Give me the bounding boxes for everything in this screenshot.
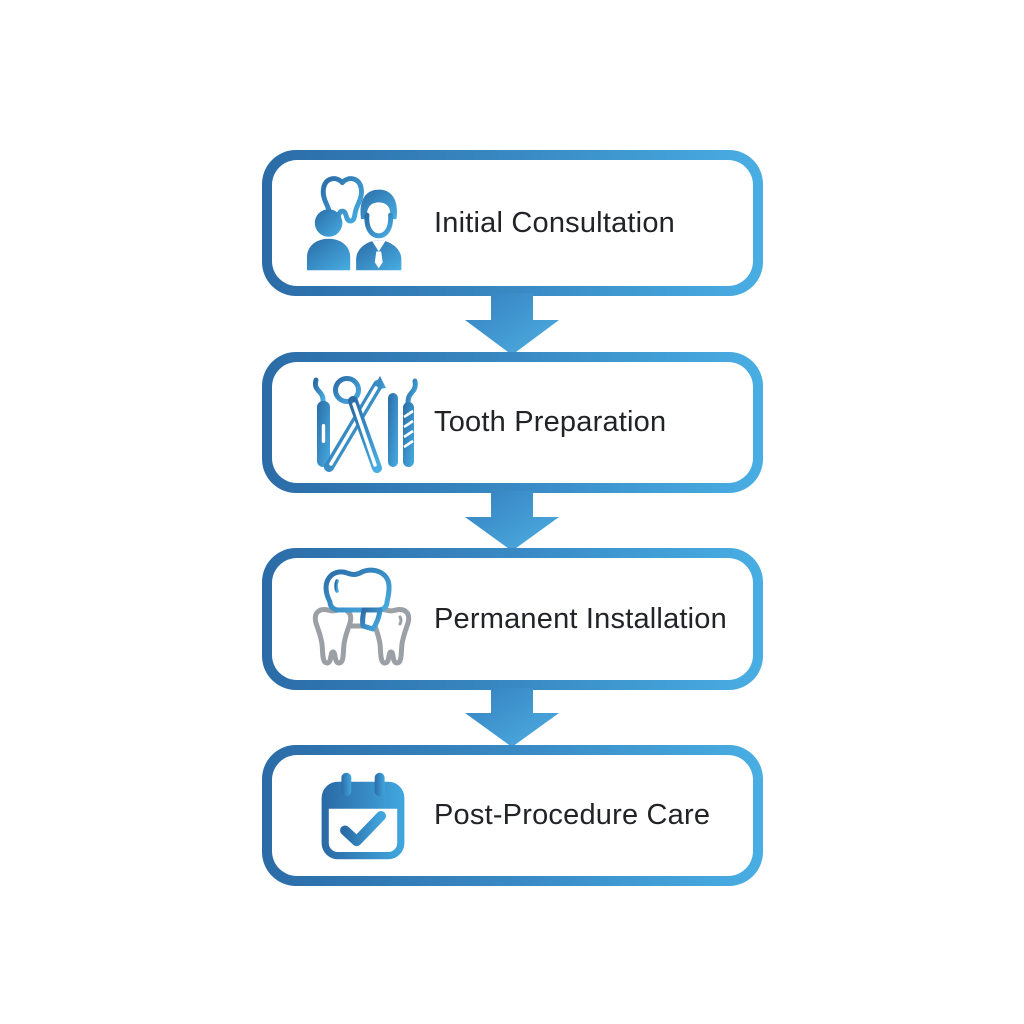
down-arrow-icon bbox=[462, 491, 562, 551]
step-box-post-procedure-care: Post-Procedure Care bbox=[262, 745, 763, 886]
step-box-inner: Post-Procedure Care bbox=[272, 755, 753, 876]
dental-crown-bridge-icon bbox=[302, 566, 424, 672]
step-label: Tooth Preparation bbox=[434, 406, 667, 438]
step-label: Permanent Installation bbox=[434, 602, 727, 635]
step-box-inner: Permanent Installation bbox=[272, 558, 753, 680]
down-arrow-icon bbox=[462, 293, 562, 355]
step-box-initial-consultation: Initial Consultation bbox=[262, 150, 763, 296]
down-arrow-icon bbox=[462, 688, 562, 747]
step-label: Initial Consultation bbox=[434, 206, 675, 239]
calendar-check-icon bbox=[302, 769, 424, 863]
step-box-tooth-preparation: Tooth Preparation bbox=[262, 352, 763, 493]
step-box-inner: Tooth Preparation bbox=[272, 362, 753, 483]
step-box-inner: Initial Consultation bbox=[272, 160, 753, 286]
step-box-permanent-installation: Permanent Installation bbox=[262, 548, 763, 690]
dental-tools-icon bbox=[302, 373, 424, 473]
step-label: Post-Procedure Care bbox=[434, 799, 711, 831]
dentist-consultation-icon bbox=[302, 173, 424, 273]
